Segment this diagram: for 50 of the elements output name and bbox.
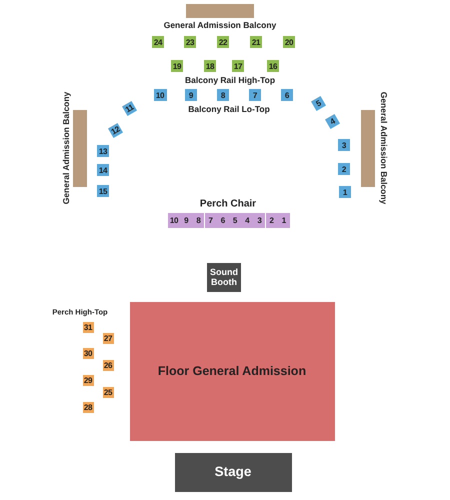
seat-number: 9 [180,212,192,228]
seat-number: 22 [217,36,229,48]
seat-number: 21 [250,36,262,48]
seat-number: 6 [281,89,293,101]
section-label: General Admission Balcony [61,92,71,204]
seat-number: 9 [185,89,197,101]
seat-number: 26 [102,360,114,370]
seat-number: 11 [121,100,137,116]
seat-number: 7 [204,212,217,228]
seat-number: 31 [82,322,94,332]
seat-number: 19 [171,60,183,72]
seat-number: 15 [97,185,109,197]
seat-number: 24 [152,36,164,48]
seat-number: 23 [184,36,196,48]
seat-number: 3 [253,212,266,228]
seat-number: 8 [217,89,229,101]
seat-number: 7 [249,89,261,101]
sound-booth: Sound Booth [207,262,241,292]
seat-number: 10 [154,89,166,101]
seat-number: 13 [97,145,109,157]
seat-number: 17 [232,60,244,72]
section-label: Balcony Rail High-Top [184,75,276,85]
seat-number: 12 [107,122,123,138]
seat-number: 6 [216,212,229,228]
seat-number: 2 [266,212,278,228]
floor-area: Floor General Admission [130,302,334,440]
seat-number: 10 [168,212,180,228]
section-label: General Admission Balcony [164,20,276,30]
seat-number: 1 [278,212,290,228]
section-label: General Admission Balcony [379,92,389,204]
seat-number: 29 [82,374,94,386]
seat-number: 4 [324,113,340,129]
seat-number: 8 [192,212,204,228]
seat-number: 20 [283,36,295,48]
seat-number: 3 [338,139,350,151]
seat-number: 30 [82,348,94,358]
section-label: Perch Chair [200,198,256,210]
seat-number: 5 [310,95,326,111]
seat-number: 14 [97,164,109,176]
seat-number: 27 [102,332,114,344]
seat-number: 5 [229,212,241,228]
seat-number: 1 [339,186,351,198]
seat-number: 2 [338,163,350,175]
seat-number: 4 [241,212,254,228]
seat-number: 28 [82,402,94,412]
stage: Stage [174,452,292,492]
seat-number: 16 [267,60,279,72]
section-label: Balcony Rail Lo-Top [188,104,270,114]
seat-number: 25 [102,386,114,398]
seat-number: 18 [204,60,216,72]
